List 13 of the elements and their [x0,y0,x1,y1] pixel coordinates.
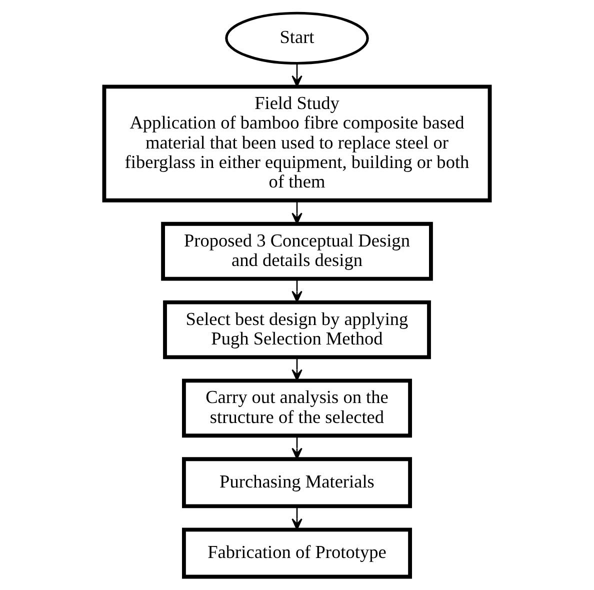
arrow [292,506,302,530]
arrow [292,200,302,224]
node-box: Purchasing Materials [182,457,412,508]
node-box: Field Study Application of bamboo fibre composite based material that been used to replace steel or fiberglass in either equipment, building or both of them [102,84,492,202]
arrow [292,358,302,381]
node-box: Carry out analysis on the structure of the selected [182,378,412,438]
node-ellipse: Start [225,12,369,65]
arrow [292,63,302,88]
node-box: Proposed 3 Conceptual Design and details design [161,222,433,281]
node-box: Fabrication of Prototype [182,528,412,579]
arrow [292,279,302,302]
node-box: Select best design by applying Pugh Selection Method [163,300,431,360]
arrow [292,436,302,460]
